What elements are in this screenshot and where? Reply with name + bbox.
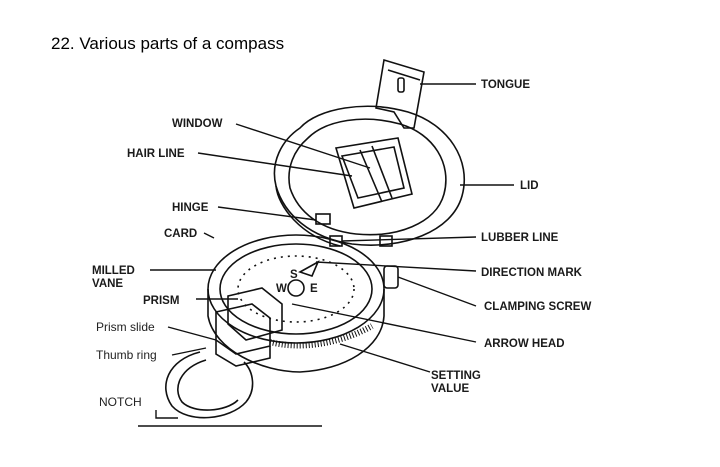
label-milled-vane-line2: VANE: [92, 278, 123, 290]
label-lid: LID: [520, 180, 539, 192]
label-hair-line: HAIR LINE: [127, 148, 185, 160]
card-letter-east: E: [310, 283, 318, 295]
label-card: CARD: [164, 228, 197, 240]
card-letter-west: W: [276, 283, 287, 295]
card-letter-south: S: [290, 269, 298, 281]
label-setting-value-line1: SETTING: [431, 370, 481, 382]
label-lubber-line: LUBBER LINE: [481, 232, 559, 244]
label-milled-vane-line1: MILLED: [92, 265, 135, 277]
label-prism: PRISM: [143, 295, 179, 307]
page-title: 22. Various parts of a compass: [51, 34, 285, 53]
label-clamping-screw: CLAMPING SCREW: [484, 301, 591, 313]
label-thumb-ring: Thumb ring: [96, 348, 157, 362]
label-setting-value-line2: VALUE: [431, 383, 469, 395]
compass-body-drawing: [138, 234, 399, 427]
label-direction-mark: DIRECTION MARK: [481, 267, 583, 279]
label-tongue: TONGUE: [481, 79, 530, 91]
label-notch: NOTCH: [99, 395, 142, 409]
leader-lines: [150, 83, 514, 419]
label-arrow-head: ARROW HEAD: [484, 338, 565, 350]
label-window: WINDOW: [172, 118, 223, 130]
label-prism-slide: Prism slide: [96, 320, 155, 334]
label-hinge: HINGE: [172, 202, 209, 214]
